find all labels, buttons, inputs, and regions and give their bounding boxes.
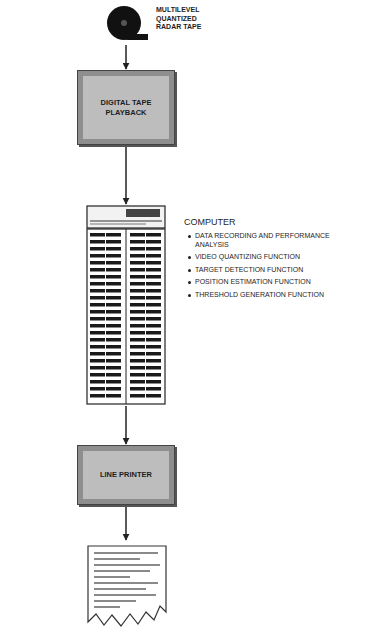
tape-label: MULTILEVEL QUANTIZED RADAR TAPE — [156, 6, 212, 32]
flow-arrow — [125, 406, 127, 444]
process-box: DIGITAL TAPE PLAYBACK — [77, 70, 175, 145]
function-item: TARGET DETECTION FUNCTION — [195, 266, 303, 275]
bullet-dot — [188, 281, 191, 284]
flow-arrow — [125, 45, 127, 69]
process-box: LINE PRINTER — [77, 445, 175, 505]
bullet-dot — [188, 269, 191, 272]
bullet-dot — [188, 235, 191, 238]
output-arrow — [125, 506, 127, 540]
bullet-dot — [188, 256, 191, 259]
bullet-item: POSITION ESTIMATION FUNCTION — [188, 278, 356, 287]
computer-shape — [86, 205, 166, 405]
bullet-item: TARGET DETECTION FUNCTION — [188, 266, 356, 275]
function-item: DATA RECORDING AND PERFORMANCE ANALYSIS — [195, 232, 356, 249]
computer-label: COMPUTER — [184, 217, 356, 227]
bullet-dot — [188, 294, 191, 297]
box-label: DIGITAL TAPE PLAYBACK — [99, 98, 153, 117]
printout-icon — [88, 546, 166, 626]
tape-reel-shape — [102, 4, 150, 44]
function-item: THRESHOLD GENERATION FUNCTION — [195, 291, 324, 300]
function-item: POSITION ESTIMATION FUNCTION — [195, 278, 311, 287]
flow-arrow — [125, 146, 127, 204]
bullet-item: VIDEO QUANTIZING FUNCTION — [188, 253, 356, 262]
box-label: LINE PRINTER — [100, 470, 152, 480]
function-item: VIDEO QUANTIZING FUNCTION — [195, 253, 300, 262]
tape-reel: MULTILEVEL QUANTIZED RADAR TAPE — [102, 4, 150, 44]
bullet-item: THRESHOLD GENERATION FUNCTION — [188, 291, 356, 300]
bullet-item: DATA RECORDING AND PERFORMANCE ANALYSIS — [188, 232, 356, 249]
computer-icon: COMPUTERDATA RECORDING AND PERFORMANCE A… — [86, 205, 166, 405]
